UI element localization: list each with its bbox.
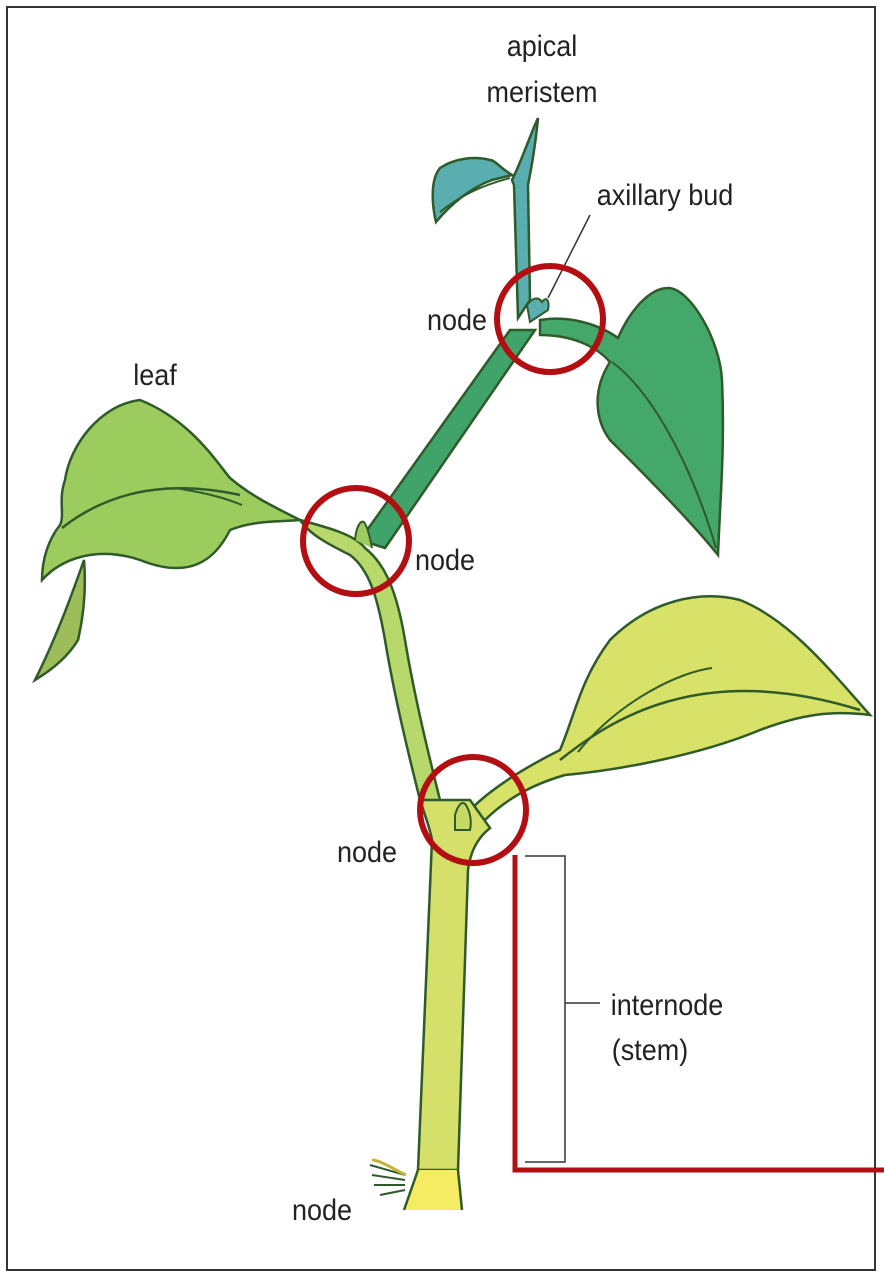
internode-bracket — [525, 856, 600, 1162]
node-label-bottom: node — [292, 1194, 352, 1228]
upper-stem — [360, 330, 535, 548]
axillary-bud-leader-line — [548, 215, 590, 298]
top-right-leaf — [540, 288, 723, 555]
axillary-bud-label: axillary bud — [597, 179, 733, 213]
apical-label-line2: meristem — [487, 76, 598, 110]
lower-right-leaf — [470, 596, 870, 820]
node-label-top: node — [427, 304, 487, 338]
apical-label-line1: apical — [507, 30, 577, 64]
node-label-middle: node — [415, 544, 475, 578]
leaf-label: leaf — [133, 359, 177, 393]
internode-label-line2: (stem) — [612, 1034, 688, 1068]
node-label-lower: node — [337, 836, 397, 870]
apical-shoot — [433, 118, 549, 322]
lower-left-leaf — [35, 400, 300, 680]
internode-label-line1: internode — [611, 989, 724, 1023]
